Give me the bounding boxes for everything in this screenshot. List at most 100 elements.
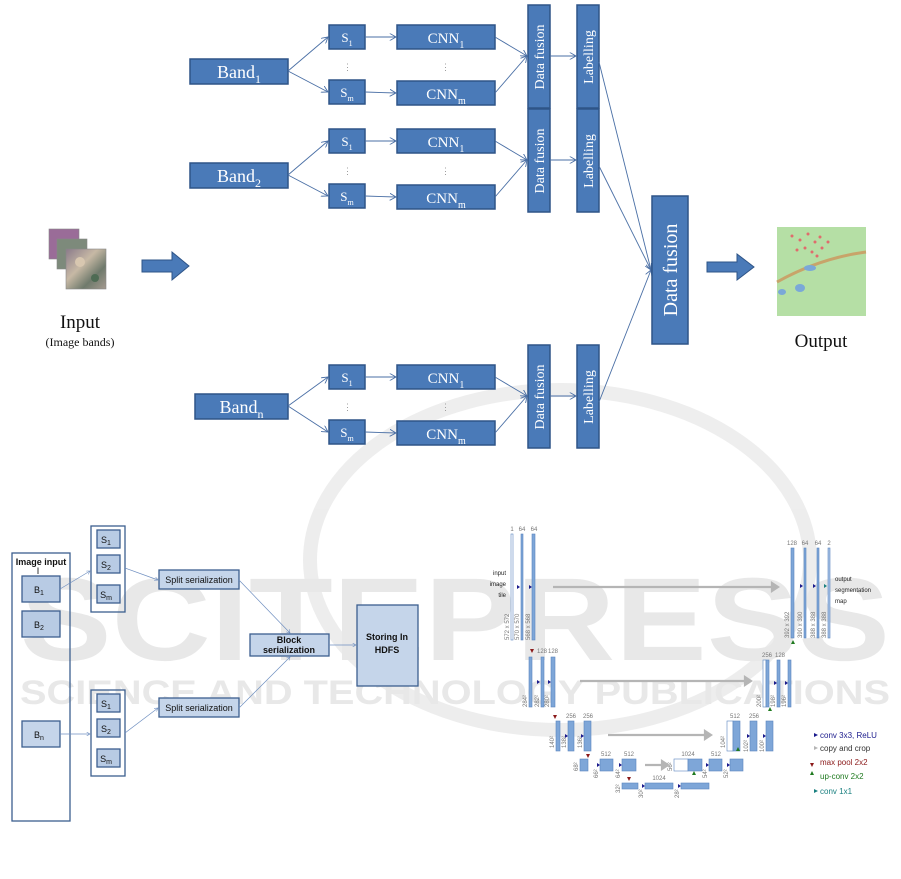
unet-diagram: input image tile output segmentation map… [490,527,877,798]
input-sublabel: (Image bands) [46,335,115,349]
unet-ch: 1024 [652,776,666,782]
connector [364,432,396,433]
image-input-title: Image input [16,557,67,567]
watermark-line1: SCITEPRESS [20,554,890,686]
unet-size: 568 x 568 [526,613,532,640]
unet-ch: 256 [566,714,577,720]
unet-ch: 64 [531,527,538,533]
unet-layer [621,782,639,790]
band-box [189,162,289,189]
unet-ch: 128 [775,653,786,659]
unet-size: 388 x 388 [811,611,817,638]
unet-ch: 128 [537,649,548,655]
unet-ch: 256 [583,714,594,720]
output-label: Output [795,331,849,352]
unet-layer [579,758,589,772]
cnn-last-label: CNNm [426,427,466,447]
data-fusion-label: Data fusion [533,365,548,430]
unet-size: 66² [594,769,600,778]
unet-layer [729,758,744,772]
legend-upconv-icon [810,771,814,781]
conv1x1-arrow [819,584,827,588]
unet-legend: conv 3x3, ReLU copy and crop max pool 2x… [806,731,877,796]
ellipsis-dots: ⋮ [441,62,450,72]
unet-layer [528,656,533,708]
split-serialization-2 [158,697,240,718]
unet-ch: 512 [711,752,722,758]
input-arrow-icon [141,250,190,282]
unet-size: 138² [562,736,568,748]
unet-layer [644,782,674,790]
connector [287,37,328,72]
data-fusion-box [527,344,551,449]
unet-ch: 512 [624,752,635,758]
unet-size: 280² [545,695,551,707]
s-last-label: Sm [340,189,354,207]
unet-layer [787,659,792,708]
unet-output-label-2: segmentation [835,588,871,594]
cnn-first-label: CNN1 [428,31,465,51]
unet-layer [765,659,770,708]
unet-layer [803,547,807,639]
unet-output-label-3: map [835,599,847,605]
s-first-box [328,364,366,390]
connector [287,174,328,196]
connector [494,36,527,56]
split-group-1 [90,525,126,613]
unet-layer [567,720,575,752]
unet-layer [732,720,741,752]
output-arrow-icon [706,252,755,282]
split-serialization-1-label: Split serialization [165,575,233,585]
unet-layer [726,720,734,752]
cnn-last-label: CNNm [426,191,466,211]
connector [287,70,328,92]
labelling-label: Labelling [582,30,597,84]
connector [287,141,328,176]
split-item-label: S1 [101,535,111,547]
band-box [189,58,289,85]
s-first-label: S1 [341,370,352,388]
unet-input-label-2: image [490,582,507,588]
unet-layer [555,720,561,752]
legend-upconv-label: up-conv 2x2 [820,772,864,781]
split-item-label: S1 [101,699,111,711]
band-label: Band1 [217,62,261,86]
data-fusion-box [527,4,551,109]
data-fusion-label: Data fusion [533,129,548,194]
connector [59,570,90,590]
unet-layer [550,656,556,708]
unet-ch: 64 [519,527,526,533]
s-first-box [328,24,366,50]
split-item [96,554,121,574]
unet-ch: 64 [815,541,822,547]
unet-size: 56² [668,762,674,771]
cnn-last-box [396,420,496,446]
cnn-first-box [396,128,496,154]
connector [364,92,396,93]
data-fusion-label: Data fusion [533,25,548,90]
maxpool-arrows [530,642,631,781]
split-item [96,584,121,604]
unet-size: 570 x 570 [515,613,521,640]
unet-input-label-1: input [493,571,506,577]
split-item [96,693,121,713]
connector [238,657,290,709]
unet-ch: 1024 [681,752,695,758]
unet-layer [827,547,831,639]
unet-size: 54² [703,769,709,778]
unet-size: 196² [782,695,788,707]
unet-layer [680,782,710,790]
unet-layer [776,659,781,708]
labelling-box [576,108,600,213]
connector [364,196,396,197]
unet-layer [531,533,536,641]
unet-size: 52² [724,769,730,778]
final-data-fusion-box [651,195,689,345]
legend-maxpool-label: max pool 2x2 [820,758,868,767]
unet-ch: 256 [749,714,760,720]
cnn-first-box [396,364,496,390]
cnn-first-box [396,24,496,50]
unet-layer [673,758,689,772]
